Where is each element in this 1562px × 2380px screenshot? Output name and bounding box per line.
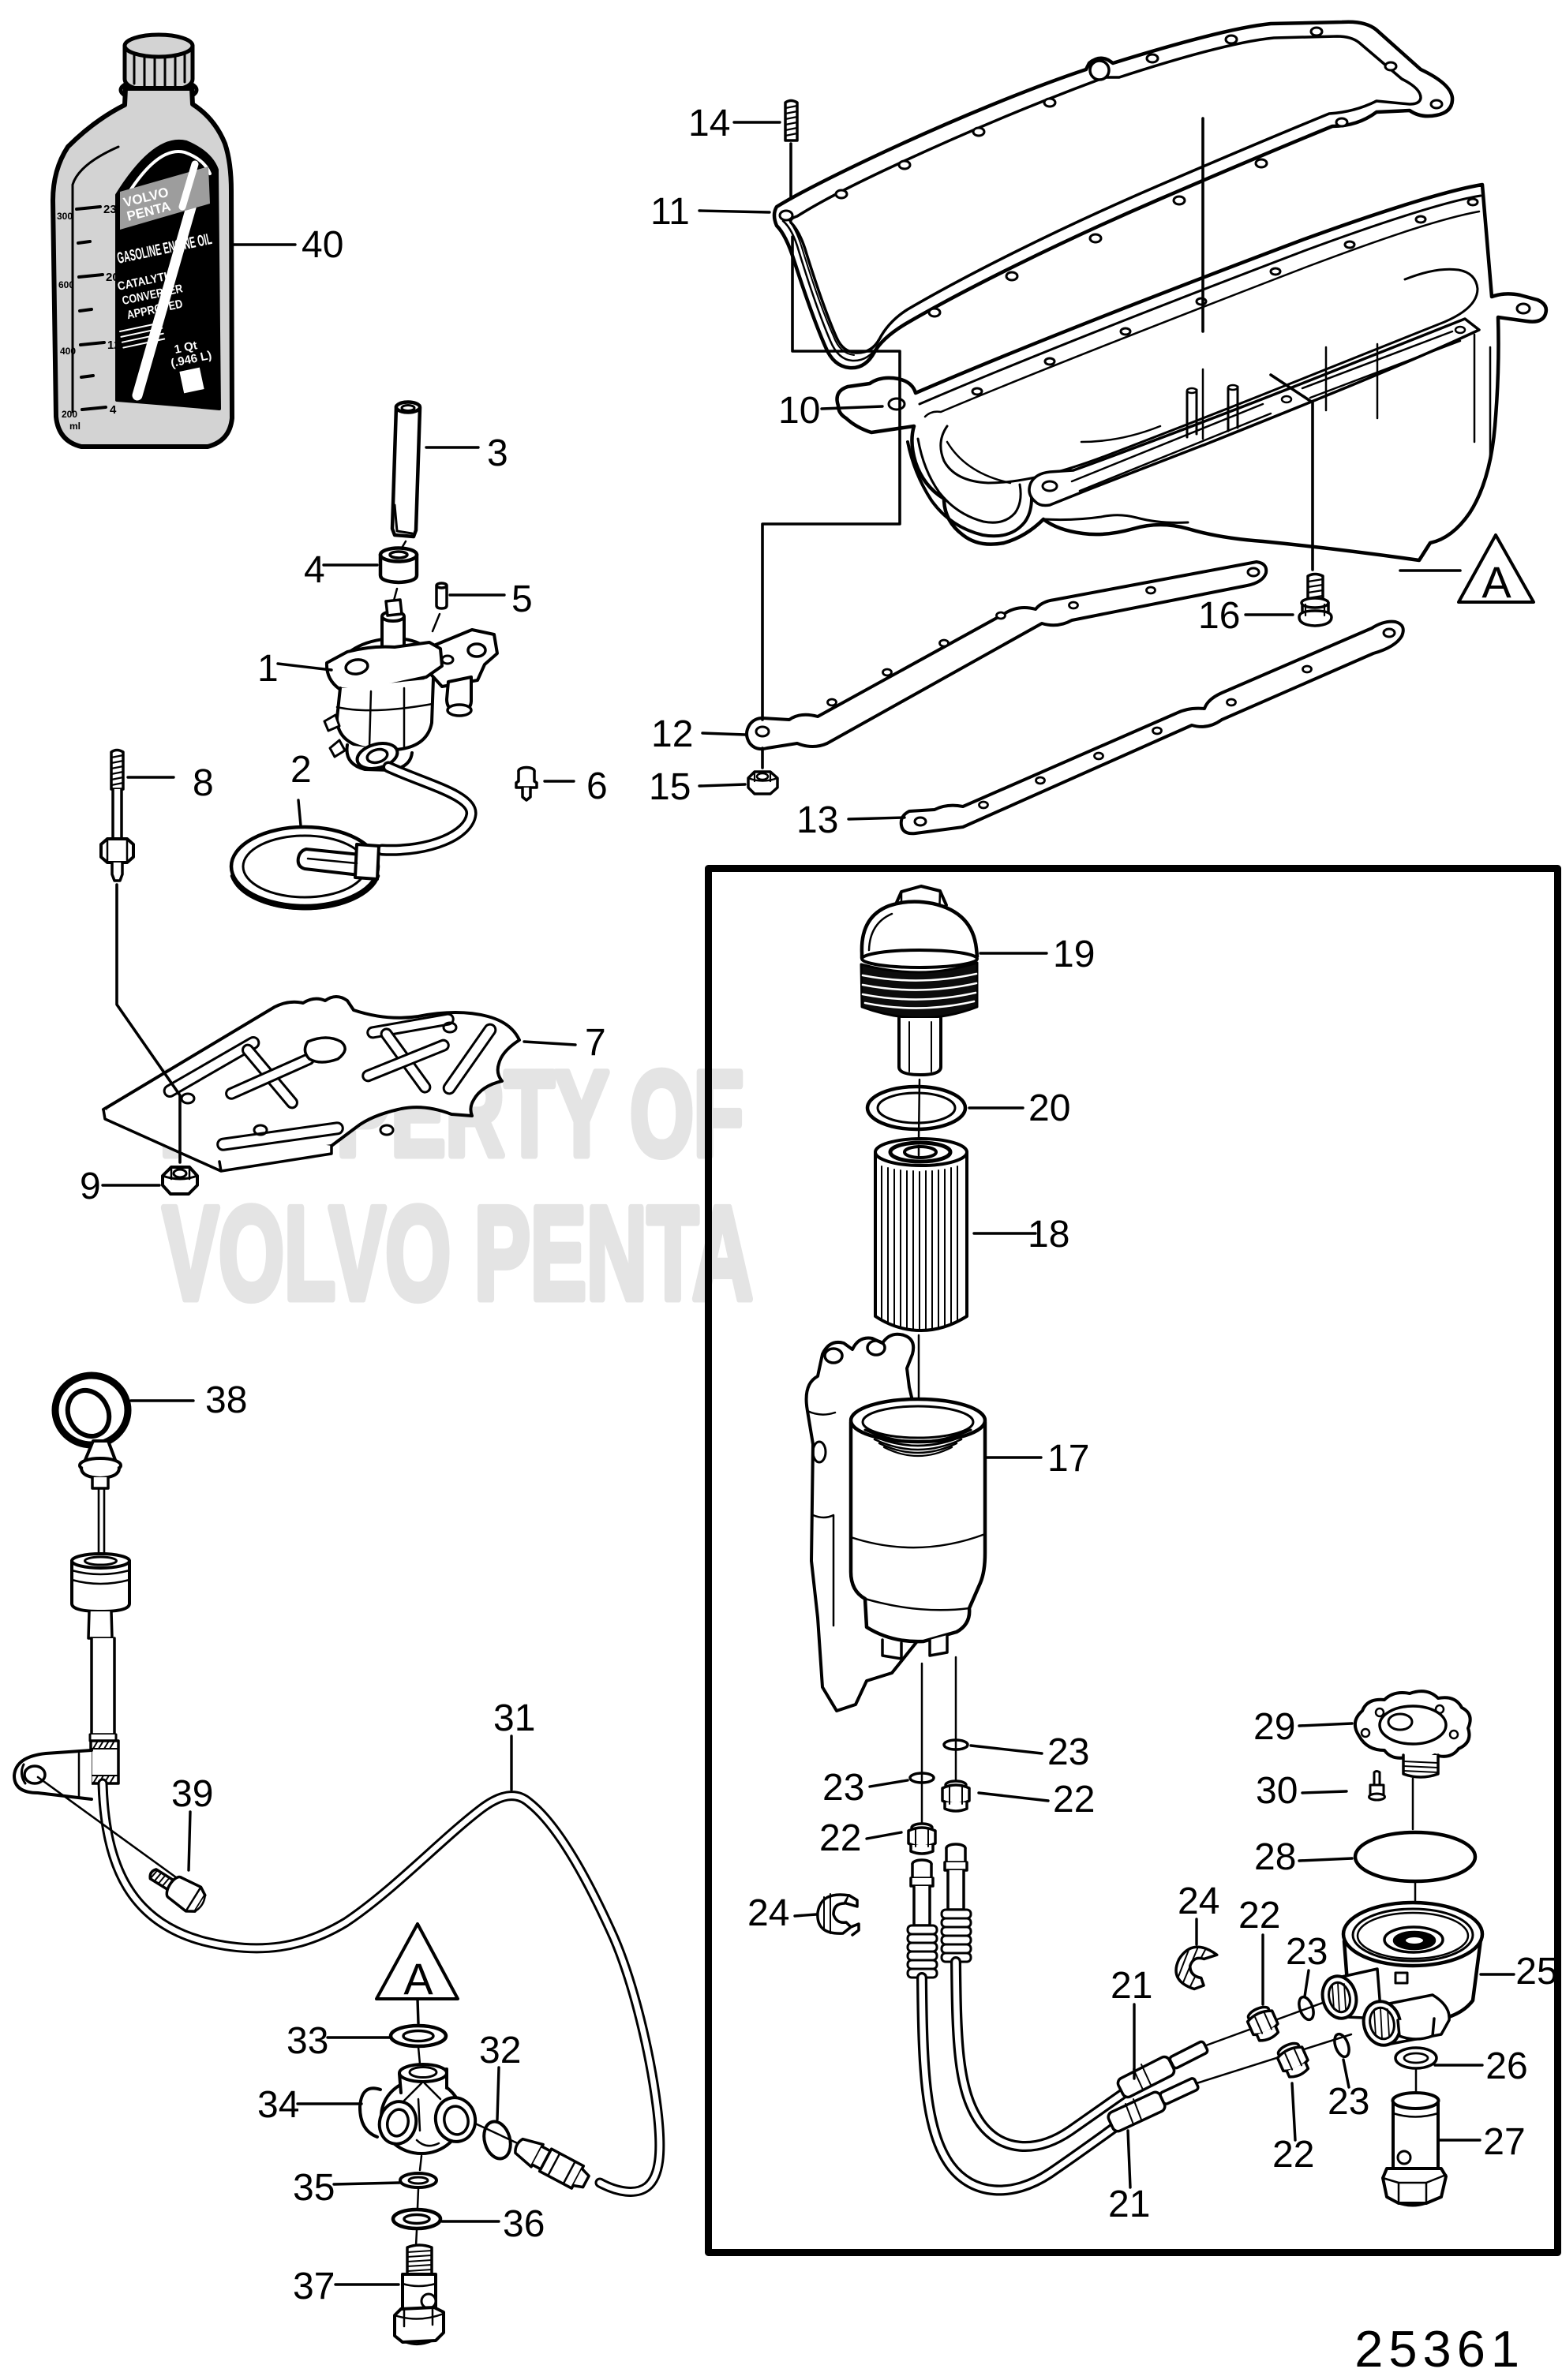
svg-text:26: 26 (1485, 2045, 1527, 2087)
svg-text:38: 38 (205, 1379, 247, 1421)
svg-text:1 Qt: 1 Qt (173, 339, 198, 357)
svg-text:10: 10 (778, 390, 820, 432)
svg-text:40: 40 (302, 224, 343, 266)
svg-text:4: 4 (304, 549, 325, 591)
svg-text:7: 7 (585, 1022, 606, 1064)
svg-text:23: 23 (1047, 1731, 1089, 1773)
svg-text:20: 20 (1028, 1087, 1070, 1129)
svg-text:22: 22 (1053, 1779, 1095, 1821)
svg-text:37: 37 (293, 2266, 335, 2307)
svg-text:28: 28 (1254, 1836, 1296, 1878)
svg-text:35: 35 (293, 2167, 335, 2209)
svg-text:3: 3 (487, 432, 508, 474)
svg-text:23: 23 (822, 1767, 864, 1809)
svg-text:19: 19 (1053, 934, 1095, 975)
svg-text:23: 23 (1286, 1931, 1328, 1973)
svg-text:34: 34 (257, 2084, 299, 2126)
svg-text:200: 200 (62, 409, 77, 420)
svg-text:39: 39 (171, 1773, 213, 1815)
svg-text:400: 400 (60, 346, 76, 357)
svg-text:14: 14 (688, 103, 730, 144)
svg-text:30: 30 (1256, 1770, 1298, 1812)
svg-text:600: 600 (58, 279, 74, 290)
svg-text:21: 21 (1108, 2184, 1150, 2225)
svg-text:8: 8 (193, 762, 214, 804)
svg-text:23: 23 (103, 203, 117, 216)
svg-text:25361: 25361 (1354, 2320, 1525, 2378)
svg-text:ml: ml (69, 421, 81, 432)
svg-text:22: 22 (819, 1817, 861, 1859)
svg-text:9: 9 (80, 1166, 101, 1207)
svg-text:32: 32 (479, 2030, 521, 2071)
svg-text:33: 33 (287, 2020, 328, 2062)
svg-text:1: 1 (257, 648, 279, 690)
svg-text:A: A (1481, 557, 1511, 607)
svg-text:21: 21 (1111, 1965, 1152, 2007)
svg-text:300: 300 (57, 211, 73, 222)
svg-text:25: 25 (1515, 1951, 1557, 1993)
svg-text:17: 17 (1047, 1438, 1089, 1480)
svg-text:31: 31 (493, 1697, 535, 1739)
svg-text:VOLVO PENTA: VOLVO PENTA (163, 1179, 753, 1327)
svg-text:24: 24 (747, 1892, 789, 1934)
svg-text:6: 6 (586, 765, 608, 807)
svg-text:27: 27 (1483, 2121, 1525, 2163)
svg-text:24: 24 (1178, 1880, 1219, 1922)
svg-text:2: 2 (290, 749, 312, 791)
svg-text:A: A (403, 1954, 433, 2004)
svg-text:29: 29 (1253, 1706, 1295, 1748)
svg-text:36: 36 (503, 2203, 545, 2245)
svg-text:22: 22 (1238, 1895, 1280, 1937)
svg-text:11: 11 (650, 191, 690, 233)
svg-text:12: 12 (651, 713, 693, 755)
svg-text:13: 13 (796, 799, 838, 841)
svg-text:15: 15 (649, 766, 691, 808)
svg-text:16: 16 (1198, 595, 1240, 637)
svg-text:5: 5 (511, 578, 533, 620)
svg-text:4: 4 (110, 403, 117, 417)
svg-text:22: 22 (1272, 2134, 1314, 2176)
